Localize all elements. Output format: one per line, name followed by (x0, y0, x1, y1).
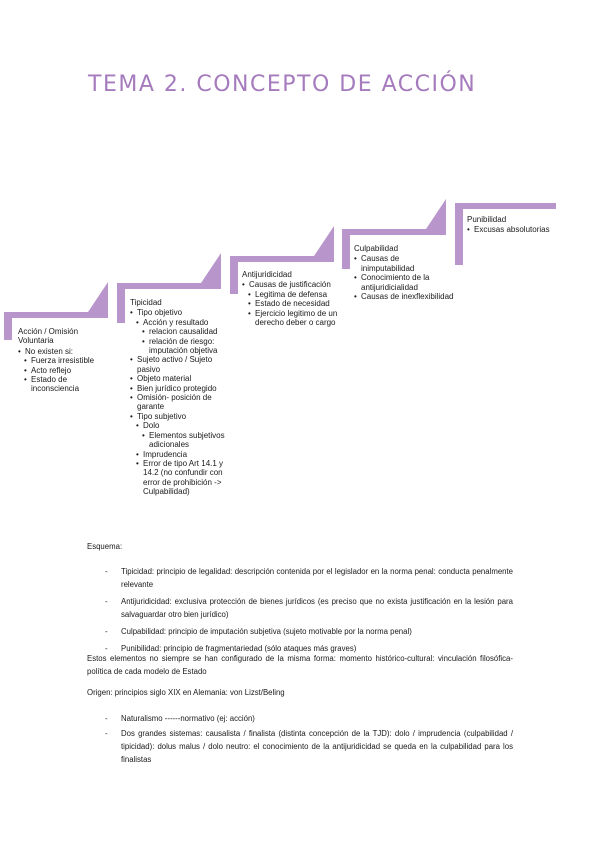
step-box-accion: Acción / Omisión Voluntaria No existen s… (18, 327, 110, 394)
list-item: Causas de justificación (242, 280, 340, 290)
paragraph: Estos elementos no siempre se han config… (87, 654, 513, 676)
step-heading: Culpabilidad (354, 244, 399, 253)
step-vbar-5 (455, 203, 463, 265)
list-item: Conocimiento de la antijuridicialidad (354, 273, 454, 292)
step-list: No existen si: Fuerza irresistible Acto … (18, 347, 110, 394)
step-arrow-4 (426, 199, 446, 235)
step-bar-3 (230, 256, 314, 262)
list-item: Naturalismo ------normativo (ej: acción) (87, 712, 513, 725)
list-item: Ejercicio legitimo de un derecho deber o… (248, 309, 340, 328)
origin-list: Naturalismo ------normativo (ej: acción)… (87, 712, 513, 766)
list-item: Causas de inexflexibilidad (354, 292, 454, 302)
step-arrow-1 (88, 282, 108, 318)
list-item: Tipo subjetivo (130, 412, 228, 422)
step-box-culpabilidad: Culpabilidad Causas de inimputabilidad C… (354, 244, 454, 302)
esquema-list: Tipicidad: principio de legalidad: descr… (87, 565, 513, 655)
list-item: Excusas absolutorias (467, 225, 567, 235)
list-item: Estado de necesidad (248, 299, 340, 309)
step-box-tipicidad: Tipicidad Tipo objetivo Acción y resulta… (130, 298, 228, 497)
step-box-punibilidad: Punibilidad Excusas absolutorias (467, 215, 567, 235)
list-item: No existen si: (18, 347, 110, 357)
list-item: Dos grandes sistemas: causalista / final… (87, 727, 513, 766)
list-item: Estado de inconsciencia (24, 375, 110, 394)
list-item: Acto reflejo (24, 366, 110, 376)
list-item: Dolo (136, 421, 228, 431)
step-bar-2 (117, 283, 201, 289)
page-title: TEMA 2. CONCEPTO DE ACCIÓN (88, 72, 477, 97)
step-heading: Tipicidad (130, 298, 162, 307)
list-item: Tipo objetivo (130, 308, 228, 318)
list-item: relacion causalidad (142, 327, 228, 337)
list-item: Error de tipo Art 14.1 y 14.2 (no confun… (136, 459, 228, 497)
list-item: Elementos subjetivos adicionales (142, 431, 228, 450)
step-list: Causas de justificación Legitima de defe… (242, 280, 340, 327)
step-arrow-2 (201, 253, 221, 289)
step-vbar-1 (4, 312, 12, 340)
paragraph: Origen: principios siglo XIX en Alemania… (87, 688, 285, 697)
list-item: Acción y resultado (136, 318, 228, 328)
step-vbar-4 (342, 229, 350, 269)
step-heading: Punibilidad (467, 215, 507, 224)
step-bar-5 (455, 203, 556, 209)
step-arrow-3 (314, 226, 334, 262)
step-bar-4 (342, 229, 426, 235)
list-item: Culpabilidad: principio de imputación su… (87, 625, 513, 638)
step-bar-1 (4, 312, 88, 318)
list-item: Antijuridicidad: exclusiva protección de… (87, 595, 513, 621)
step-heading: Antijuridicidad (242, 270, 292, 279)
list-item: Causas de inimputabilidad (354, 254, 454, 273)
step-heading: Acción / Omisión Voluntaria (18, 327, 79, 346)
list-item: Legitima de defensa (248, 290, 340, 300)
list-item: Punibilidad: principio de fragmentarieda… (87, 642, 513, 655)
esquema-section: Esquema: (87, 540, 513, 553)
step-list: Excusas absolutorias (467, 225, 567, 235)
staircase-diagram: Acción / Omisión Voluntaria No existen s… (0, 0, 599, 540)
list-item: Tipicidad: principio de legalidad: descr… (87, 565, 513, 591)
step-box-antijuridicidad: Antijuridicidad Causas de justificación … (242, 270, 340, 327)
list-item: Sujeto activo / Sujeto pasivo (130, 355, 228, 374)
step-list: Tipo objetivo Acción y resultado relacio… (130, 308, 228, 496)
esquema-label: Esquema: (87, 542, 123, 551)
list-item: Fuerza irresistible (24, 356, 110, 366)
list-item: Omisión- posición de garante (130, 393, 228, 412)
step-vbar-3 (230, 256, 238, 294)
list-item: relación de riesgo: imputación objetiva (142, 337, 228, 356)
list-item: Objeto material (130, 374, 228, 384)
list-item: Bien jurídico protegido (130, 384, 228, 394)
step-list: Causas de inimputabilidad Conocimiento d… (354, 254, 454, 301)
list-item: Imprudencia (136, 450, 228, 460)
step-vbar-2 (117, 283, 125, 323)
